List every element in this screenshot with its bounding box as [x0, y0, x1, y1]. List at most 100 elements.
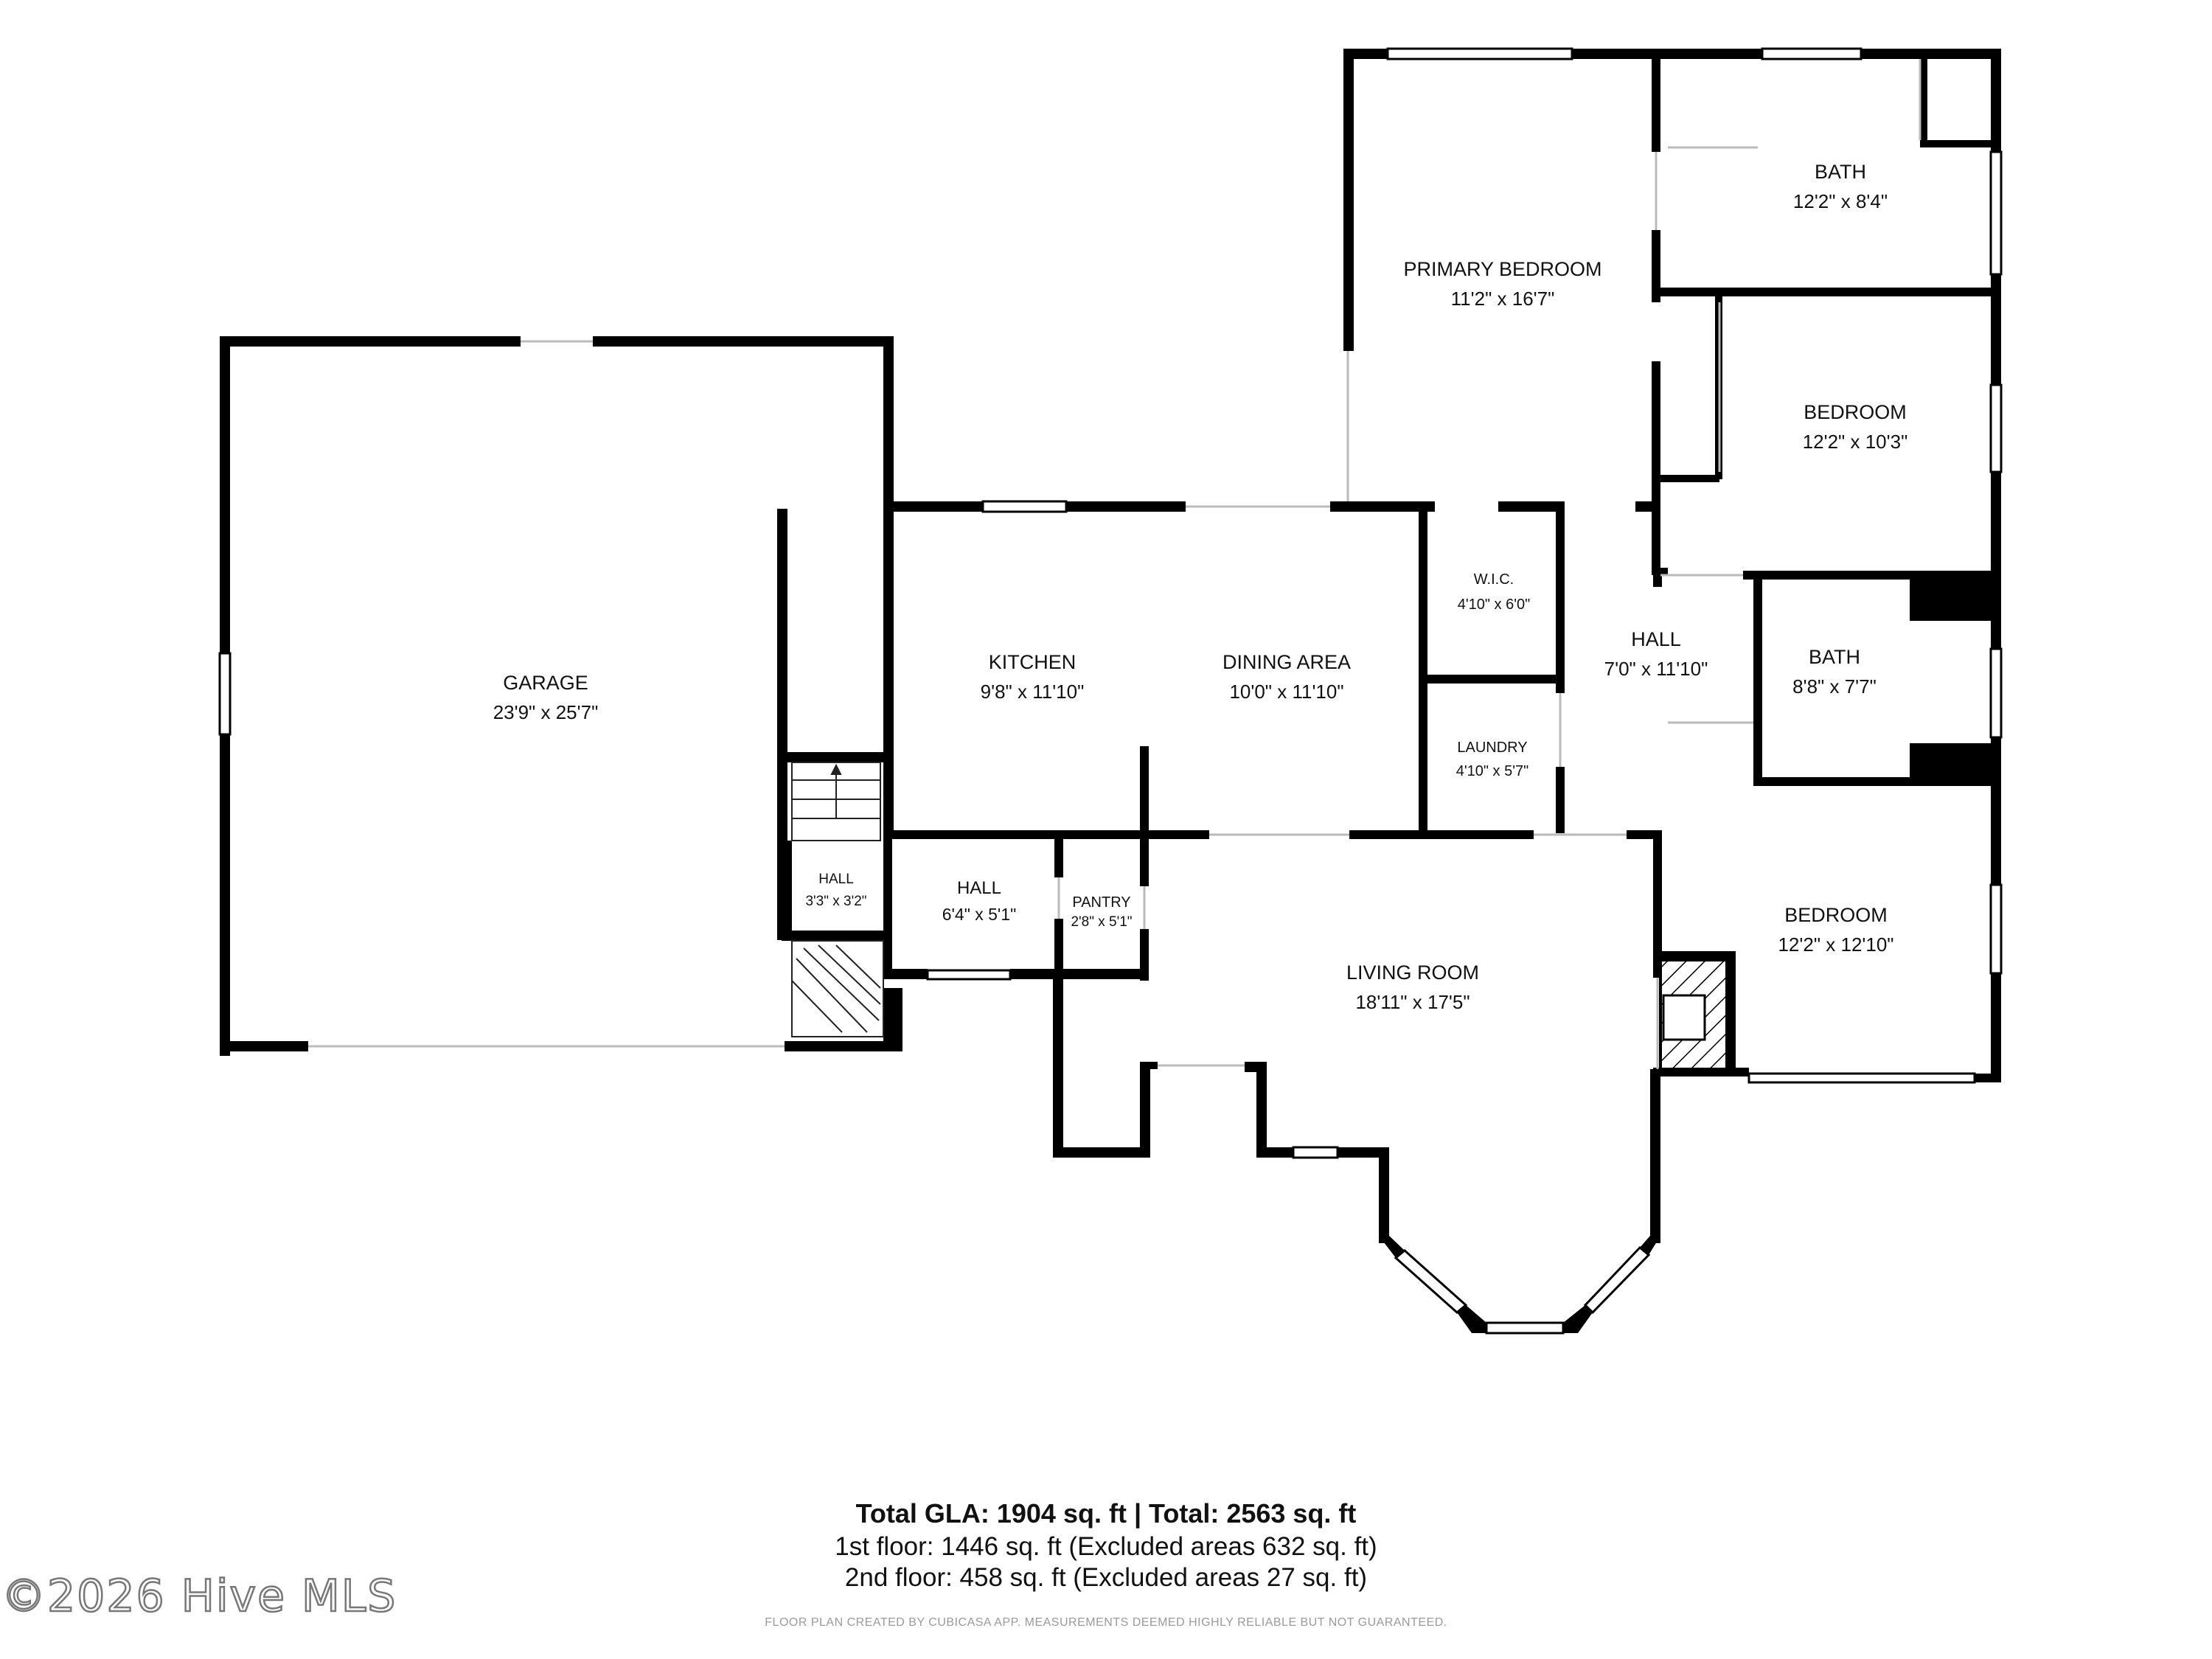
- wall: [1140, 1062, 1150, 1158]
- window: [981, 500, 1068, 513]
- window: [1583, 1245, 1651, 1315]
- window: [1394, 1249, 1468, 1314]
- wall: [593, 336, 894, 347]
- wall: [1054, 835, 1063, 877]
- window: [1989, 883, 2003, 975]
- room-name-dining: DINING AREA: [1222, 651, 1351, 673]
- window: [1747, 1072, 1976, 1084]
- wall: [1563, 1305, 1593, 1333]
- wall: [1652, 230, 1660, 302]
- room-name-hall-main: HALL: [1631, 628, 1681, 650]
- room-name-kitchen: KITCHEN: [989, 651, 1077, 673]
- wall: [1991, 472, 2001, 649]
- room-dims-bedroom-1: 12'2" x 10'3": [1803, 431, 1908, 453]
- wall: [1991, 973, 2001, 1082]
- wall: [220, 336, 521, 347]
- wall: [883, 969, 928, 979]
- wall: [785, 1041, 902, 1051]
- wall: [777, 509, 787, 940]
- wall: [1140, 929, 1149, 981]
- wall: [1652, 56, 1660, 152]
- wall: [220, 661, 230, 1056]
- window: [1292, 1146, 1339, 1159]
- window: [1989, 647, 2003, 739]
- room-dims-bath-2: 8'8" x 7'7": [1792, 675, 1877, 698]
- first-floor-area: 1st floor: 1446 sq. ft (Excluded areas 6…: [835, 1532, 1377, 1561]
- window: [1761, 47, 1863, 60]
- wall: [1991, 274, 2001, 385]
- room-dims-wic: 4'10" x 6'0": [1458, 597, 1531, 613]
- wall: [883, 336, 894, 838]
- walls: [220, 49, 2001, 1333]
- windows: [218, 47, 2003, 1335]
- fireplace: [1659, 959, 1728, 1072]
- wall: [1660, 568, 1668, 575]
- wall: [1975, 1074, 2001, 1082]
- wall: [1338, 1147, 1389, 1158]
- room-name-pantry: PANTRY: [1072, 894, 1130, 911]
- wall: [1572, 49, 1762, 59]
- second-floor-area: 2nd floor: 458 sq. ft (Excluded areas 27…: [844, 1563, 1368, 1592]
- stairs: [791, 762, 884, 1037]
- wall: [1991, 49, 2001, 152]
- room-name-primary-bedroom: PRIMARY BEDROOM: [1403, 258, 1601, 280]
- wall: [220, 336, 230, 653]
- room-name-bath-2: BATH: [1809, 646, 1860, 668]
- wall: [1256, 1147, 1293, 1158]
- window: [218, 652, 232, 736]
- wall: [1343, 49, 1354, 351]
- wall: [1010, 969, 1147, 979]
- wall: [1660, 288, 1996, 296]
- wall: [1349, 830, 1534, 839]
- wall: [1920, 140, 1994, 147]
- wall: [1053, 973, 1063, 1158]
- wall: [1498, 501, 1565, 512]
- wall: [1650, 1069, 1660, 1243]
- wall: [883, 501, 983, 512]
- room-name-wic: W.I.C.: [1474, 571, 1514, 588]
- room-name-laundry: LAUNDRY: [1457, 740, 1527, 756]
- room-dims-bedroom-2: 12'2" x 12'10": [1778, 933, 1893, 956]
- room-dims-kitchen: 9'8" x 11'10": [981, 681, 1085, 703]
- room-labels: GARAGE 23'9" x 25'7" KITCHEN 9'8" x 11'1…: [493, 161, 1908, 1013]
- room-dims-hall-main: 7'0" x 11'10": [1604, 658, 1708, 680]
- room-dims-primary-bedroom: 11'2" x 16'7": [1451, 288, 1555, 310]
- wall: [1379, 1236, 1405, 1258]
- wall: [1653, 830, 1662, 978]
- wall: [1653, 951, 1734, 960]
- wall: [1379, 1147, 1389, 1243]
- wall: [1140, 746, 1149, 835]
- wall: [1457, 1305, 1486, 1333]
- wall: [1343, 49, 1388, 59]
- wall: [1910, 743, 1998, 786]
- wall: [1753, 580, 1762, 786]
- window: [1989, 383, 2003, 473]
- wall: [883, 988, 902, 1051]
- room-name-garage: GARAGE: [503, 672, 588, 694]
- wall: [1920, 56, 1927, 145]
- wall: [1354, 501, 1435, 512]
- wall: [782, 931, 885, 941]
- wall: [1053, 1147, 1149, 1158]
- room-dims-laundry: 4'10" x 5'7": [1456, 763, 1529, 779]
- wall: [1640, 1236, 1660, 1255]
- wall: [1556, 509, 1565, 693]
- window: [1386, 47, 1573, 60]
- wall: [1140, 1062, 1158, 1069]
- room-name-living: LIVING ROOM: [1346, 961, 1479, 984]
- room-name-hall-small: HALL: [818, 872, 854, 887]
- wall: [1066, 501, 1186, 512]
- wall: [1910, 575, 1998, 621]
- room-dims-dining: 10'0" x 11'10": [1229, 681, 1343, 703]
- window: [926, 969, 1012, 981]
- wall: [883, 830, 892, 978]
- wall: [782, 752, 885, 762]
- room-name-bedroom-2: BEDROOM: [1784, 904, 1888, 926]
- window: [1989, 150, 2003, 276]
- wall: [1653, 572, 1662, 587]
- room-dims-hall-small: 3'3" x 3'2": [805, 894, 866, 909]
- total-area-summary: Total GLA: 1904 sq. ft | Total: 2563 sq.…: [855, 1498, 1357, 1528]
- wall: [885, 830, 1209, 839]
- room-dims-hall-mid: 6'4" x 5'1": [942, 905, 1017, 924]
